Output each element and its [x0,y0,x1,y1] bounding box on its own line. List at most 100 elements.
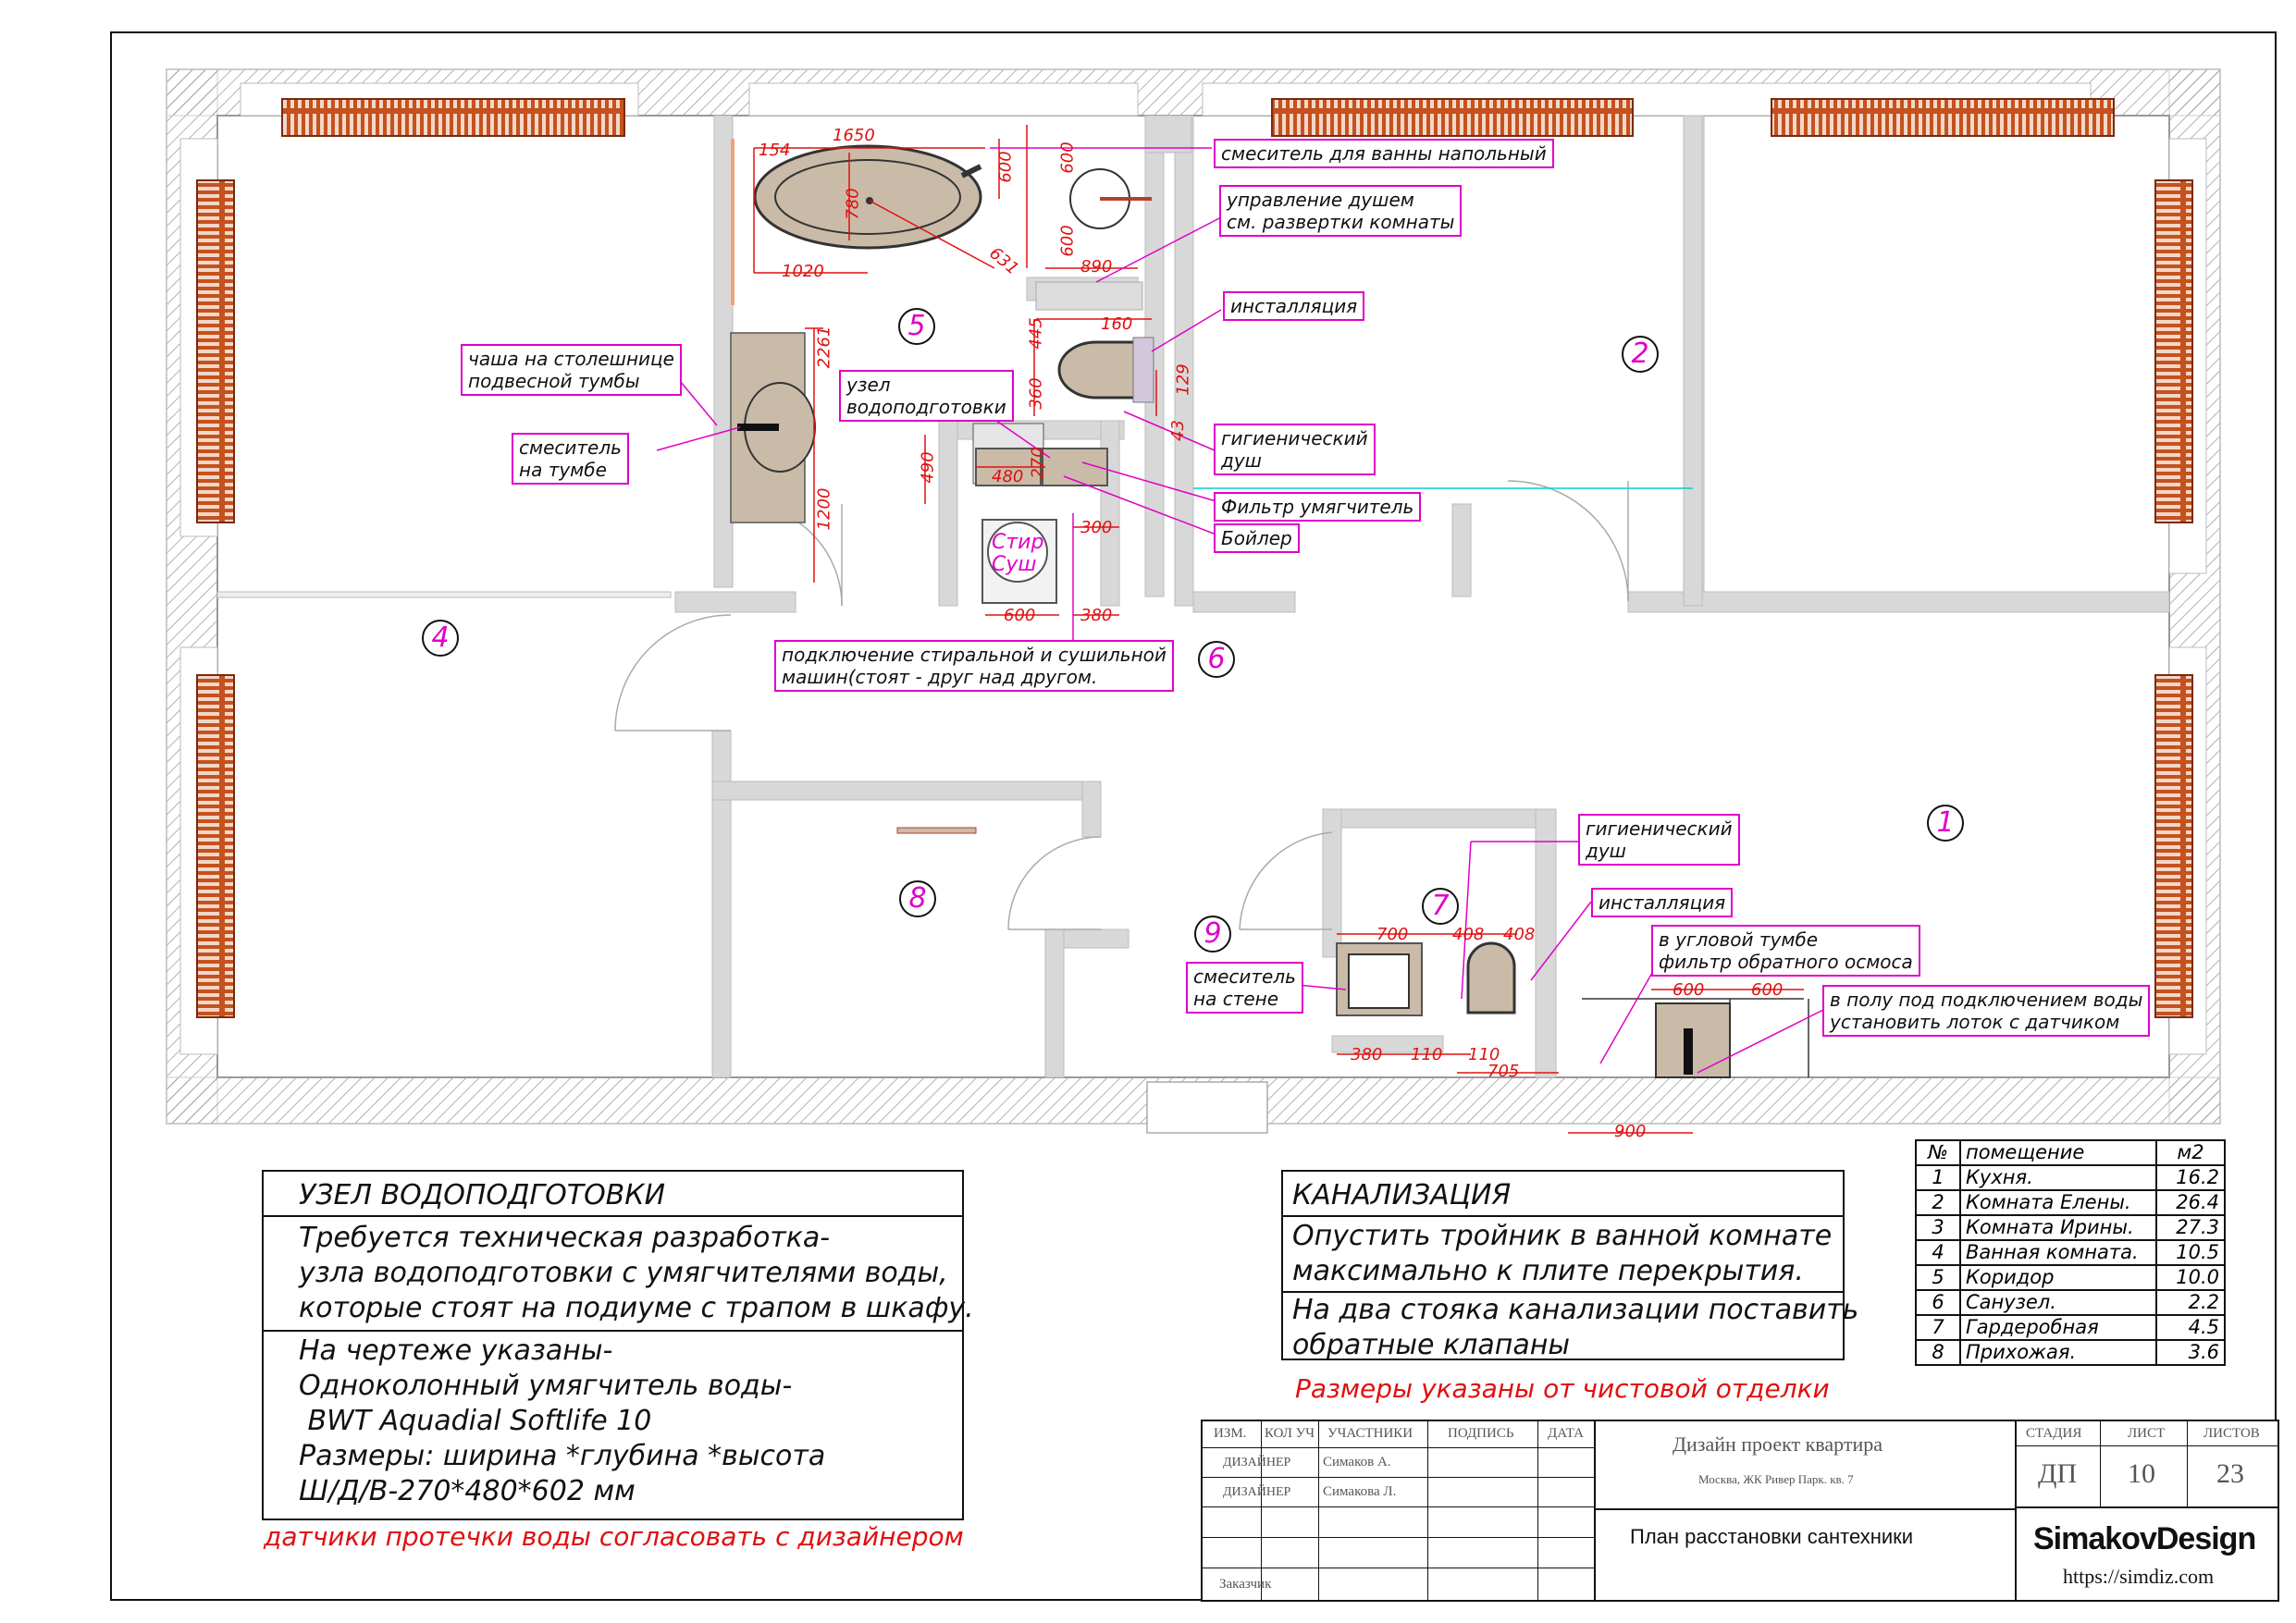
stamp-sheets-header: ЛИСТОВ [2203,1426,2260,1441]
table-cell: 8 [1915,1339,1961,1366]
sewage-box: КАНАЛИЗАЦИЯ Опустить тройник в ванной ко… [1281,1170,1858,1363]
callout-basin: чаша на столешнице подвесной тумбы [461,344,682,396]
dim-490: 490 [918,451,938,484]
room-number-8: 8 [899,880,936,917]
dim-631: 631 [985,243,1023,279]
radiator-6 [2154,179,2193,523]
sewage-line: Опустить тройник в ванной комнате [1292,1220,1833,1252]
dim-408-b: 408 [1503,925,1536,944]
water-node-line: Размеры: ширина *глубина *высота [299,1440,826,1472]
dim-700: 700 [1376,925,1409,944]
callout-softener-filter: Фильтр умягчитель [1214,492,1422,522]
radiator-5 [196,674,235,1018]
table-header: № [1915,1139,1961,1166]
radiator-1 [281,98,625,137]
table-header-row: № помещение м2 [1915,1139,2226,1166]
water-node-line: узла водоподготовки с умягчителями воды, [299,1257,948,1289]
dim-600-f: 600 [1751,980,1784,1000]
dim-445: 445 [1026,317,1046,350]
stamp-col-participants: УЧАСТНИКИ [1327,1426,1413,1441]
dim-154: 154 [759,141,791,160]
callout-corner-cabinet: в угловой тумбе фильтр обратного осмоса [1651,925,1920,977]
radiators [196,98,2193,1018]
title-block: ИЗМ. КОЛ УЧ УЧАСТНИКИ ПОДПИСЬ ДАТА ДИЗАЙ… [1201,1420,2279,1602]
radiator-7 [2154,674,2193,1018]
stamp-sheets: 23 [2216,1458,2244,1489]
table-cell: 26.4 [2155,1189,2226,1216]
table-cell: 10.5 [2155,1239,2226,1266]
room-number-2: 2 [1622,336,1659,373]
water-node-title: УЗЕЛ ВОДОПОДГОТОВКИ [264,1172,962,1217]
brand-url: https://simdiz.com [2063,1565,2215,1588]
table-cell: Санузел. [1959,1289,2157,1316]
sheet-frame [110,31,2277,1601]
stamp-stage: ДП [2038,1458,2078,1489]
dim-600-c: 600 [1057,225,1078,257]
dim-1020: 1020 [782,262,824,281]
table-header: м2 [2155,1139,2226,1166]
stamp-name-2: Симакова Л. [1323,1484,1397,1499]
dim-2261: 2261 [814,326,834,369]
sewage-title: КАНАЛИЗАЦИЯ [1283,1172,1843,1217]
table-cell: Прихожая. [1959,1339,2157,1366]
stamp-col-kol: КОЛ УЧ [1265,1426,1315,1441]
room-number-4: 4 [422,620,459,657]
stamp-role-1: ДИЗАЙНЕР [1223,1456,1291,1469]
sewage-line: максимально к плите перекрытия. [1292,1255,1804,1287]
table-cell: 6 [1915,1289,1961,1316]
doors [614,480,1629,1134]
table-cell: 10.0 [2155,1264,2226,1291]
stamp-sheet: 10 [2128,1458,2155,1489]
room-number-7: 7 [1422,888,1459,925]
room-number-1: 1 [1927,805,1964,842]
table-cell: 1 [1915,1164,1961,1191]
water-node-text-a: Требуется техническая разработка- узла в… [264,1217,974,1330]
dim-43: 43 [1167,420,1188,441]
dim-600-e: 600 [1673,980,1705,1000]
callout-bath-mixer: смеситель для ванны напольный [1214,139,1554,168]
dim-705: 705 [1487,1062,1520,1081]
dim-300: 300 [1080,518,1113,537]
dim-408-a: 408 [1452,925,1485,944]
room-number-9: 9 [1194,916,1231,953]
dim-600-b: 600 [1057,141,1078,174]
stamp-customer: Заказчик [1219,1577,1272,1592]
leak-sensor-note: датчики протечки воды согласовать с диза… [264,1521,964,1552]
dim-780: 780 [843,188,863,220]
water-node-line: Требуется техническая разработка- [299,1222,831,1254]
stamp-name-1: Симаков А. [1323,1455,1391,1469]
sewage-text-b: На два стояка канализации поставить обра… [1283,1291,1858,1363]
table-cell: 7 [1915,1314,1961,1341]
water-node-box: УЗЕЛ ВОДОПОДГОТОВКИ Требуется техническа… [262,1170,974,1520]
dim-480: 480 [992,467,1024,486]
brand-logo: SimakovDesign [2033,1521,2256,1556]
callout-installation-top: инсталляция [1223,291,1365,321]
dim-600: 600 [995,151,1016,183]
dim-1200: 1200 [814,487,834,531]
water-node-text-b: На чертеже указаны- Одноколонный умягчит… [264,1330,962,1509]
water-node-line: Ш/Д/В-270*480*602 мм [299,1475,636,1507]
table-cell: 2.2 [2155,1289,2226,1316]
bathtub [753,144,982,250]
stamp-col-izm: ИЗМ. [1214,1426,1247,1441]
table-cell: 5 [1915,1264,1961,1291]
toilet-top [1057,340,1138,400]
table-cell: 27.3 [2155,1214,2226,1241]
callout-installation-bottom: инсталляция [1591,888,1734,917]
dim-890: 890 [1080,257,1113,277]
table-cell: Коридор [1959,1264,2157,1291]
dim-160: 160 [1101,314,1133,334]
stamp-sheet-title: План расстановки сантехники [1630,1525,1914,1548]
radiator-4 [196,179,235,523]
dim-380: 380 [1080,606,1113,625]
stamp-col-signature: ПОДПИСЬ [1448,1426,1514,1441]
radiator-3 [1771,98,2115,137]
sewage-text-a: Опустить тройник в ванной комнате максим… [1283,1217,1843,1291]
stamp-address: Москва, ЖК Ривер Парк. кв. 7 [1698,1472,1854,1486]
